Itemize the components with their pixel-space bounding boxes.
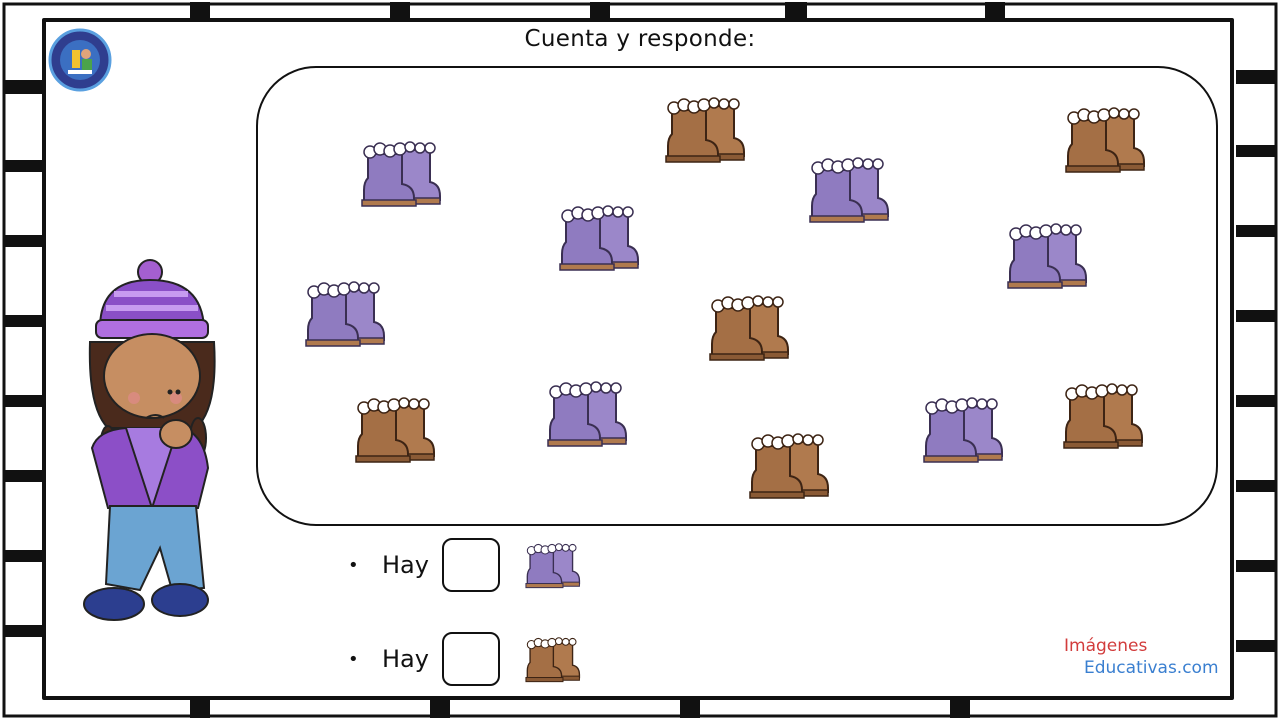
- brown-boot-icon: [1062, 104, 1146, 174]
- logo-badge-icon: [48, 28, 112, 92]
- bullet: •: [348, 554, 359, 576]
- answer-box-brown[interactable]: [442, 632, 500, 686]
- purple-boot-icon: [920, 394, 1004, 464]
- brown-boot-icon: [1060, 380, 1144, 450]
- brand-line1: Imágenes: [1064, 636, 1148, 656]
- answer-box-purple[interactable]: [442, 538, 500, 592]
- question-label: Hay: [382, 551, 429, 579]
- purple-boot-icon: [302, 278, 386, 348]
- question-row-purple: • Hay: [348, 538, 582, 592]
- brown-boot-icon: [746, 430, 830, 500]
- brown-boot-icon: [522, 635, 582, 683]
- brand-line2: Educativas.com: [1084, 658, 1219, 678]
- brown-boot-icon: [352, 394, 436, 464]
- purple-boot-icon: [806, 154, 890, 224]
- purple-boot-icon: [522, 541, 582, 589]
- brown-boot-icon: [706, 292, 790, 362]
- purple-boot-icon: [556, 202, 640, 272]
- purple-boot-icon: [544, 378, 628, 448]
- page-title: Cuenta y responde:: [524, 26, 756, 52]
- brown-boot-icon: [662, 94, 746, 164]
- question-label: Hay: [382, 645, 429, 673]
- question-row-brown: • Hay: [348, 632, 582, 686]
- purple-boot-icon: [1004, 220, 1088, 290]
- purple-boot-icon: [358, 138, 442, 208]
- bullet: •: [348, 648, 359, 670]
- girl-illustration-icon: [78, 258, 226, 630]
